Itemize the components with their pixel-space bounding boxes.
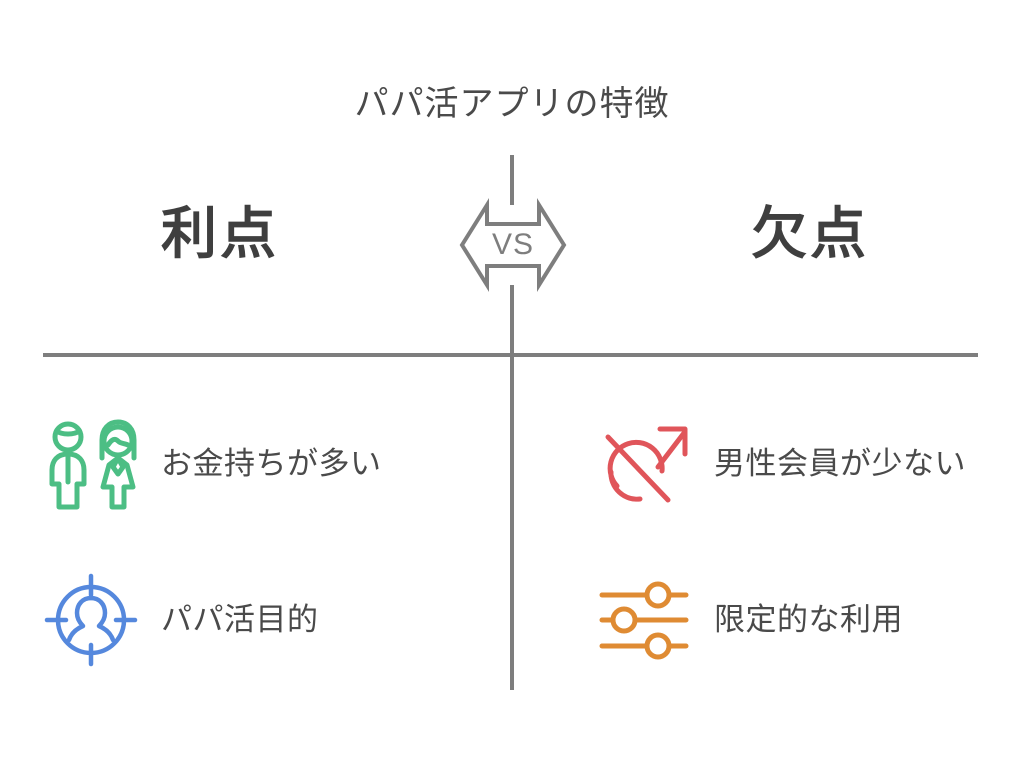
male-symbol-slashed-icon [596, 414, 696, 514]
list-item: 限定的な利用 [596, 560, 1024, 680]
vs-badge-label: VS [491, 228, 535, 261]
left-column-heading: 利点 [161, 202, 279, 265]
vs-badge-icon [456, 198, 570, 292]
list-item-label: お金持ちが多い [161, 445, 382, 481]
list-item-label: パパ活目的 [161, 601, 319, 637]
list-item-label: 男性会員が少ない [714, 445, 966, 481]
list-item: お金持ちが多い [43, 404, 493, 524]
target-person-icon [43, 570, 143, 670]
vertical-divider-top [510, 155, 514, 205]
right-column: 男性会員が少ない [596, 404, 1024, 716]
sliders-settings-icon [596, 570, 696, 670]
list-item: 男性会員が少ない [596, 404, 1024, 524]
right-column-heading: 欠点 [751, 202, 869, 265]
left-column: お金持ちが多い パパ活目的 [43, 404, 493, 716]
couple-people-icon [43, 414, 143, 514]
horizontal-divider [43, 353, 978, 357]
list-item-label: 限定的な利用 [714, 601, 903, 637]
list-item: パパ活目的 [43, 560, 493, 680]
vertical-divider-bottom [510, 285, 514, 690]
page-title: パパ活アプリの特徴 [354, 85, 670, 123]
